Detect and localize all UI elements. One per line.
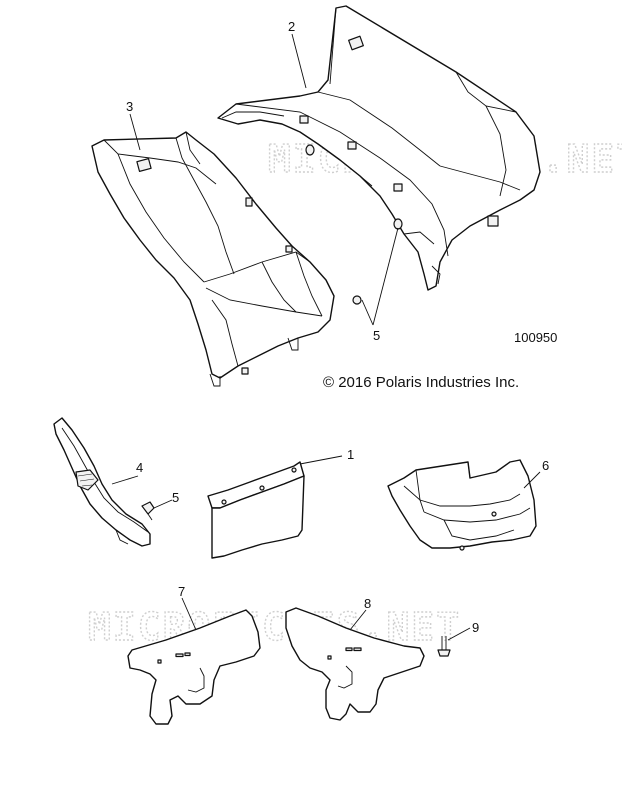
part-3-side-panel	[91, 131, 335, 387]
figure-number: 100950	[514, 330, 557, 345]
part-4-bracket	[53, 417, 151, 547]
callout-4: 4	[136, 460, 143, 475]
part-5-screw	[141, 501, 155, 521]
callout-2: 2	[288, 19, 295, 34]
fastener-nut-mid	[393, 218, 403, 230]
callout-9: 9	[472, 620, 479, 635]
fastener-nut-low	[352, 295, 362, 305]
callout-7: 7	[178, 584, 185, 599]
leader-lines	[111, 33, 541, 641]
fastener-nut-upper	[305, 144, 315, 156]
callout-6: 6	[542, 458, 549, 473]
callout-5-upper: 5	[373, 328, 380, 343]
copyright-notice: © 2016 Polaris Industries Inc.	[323, 374, 519, 391]
callout-8: 8	[364, 596, 371, 611]
part-9-rivet	[437, 636, 451, 657]
part-2-panel	[217, 5, 541, 291]
part-6-floor-tray	[387, 459, 537, 551]
part-7-deflector-left	[127, 609, 261, 725]
callout-1: 1	[347, 447, 354, 462]
callout-3: 3	[126, 99, 133, 114]
part-1-mud-flap	[207, 461, 305, 559]
watermark-lower: MICROFICHES.NET	[88, 605, 461, 649]
callout-5-lower: 5	[172, 490, 179, 505]
part-8-deflector-right	[285, 607, 425, 721]
